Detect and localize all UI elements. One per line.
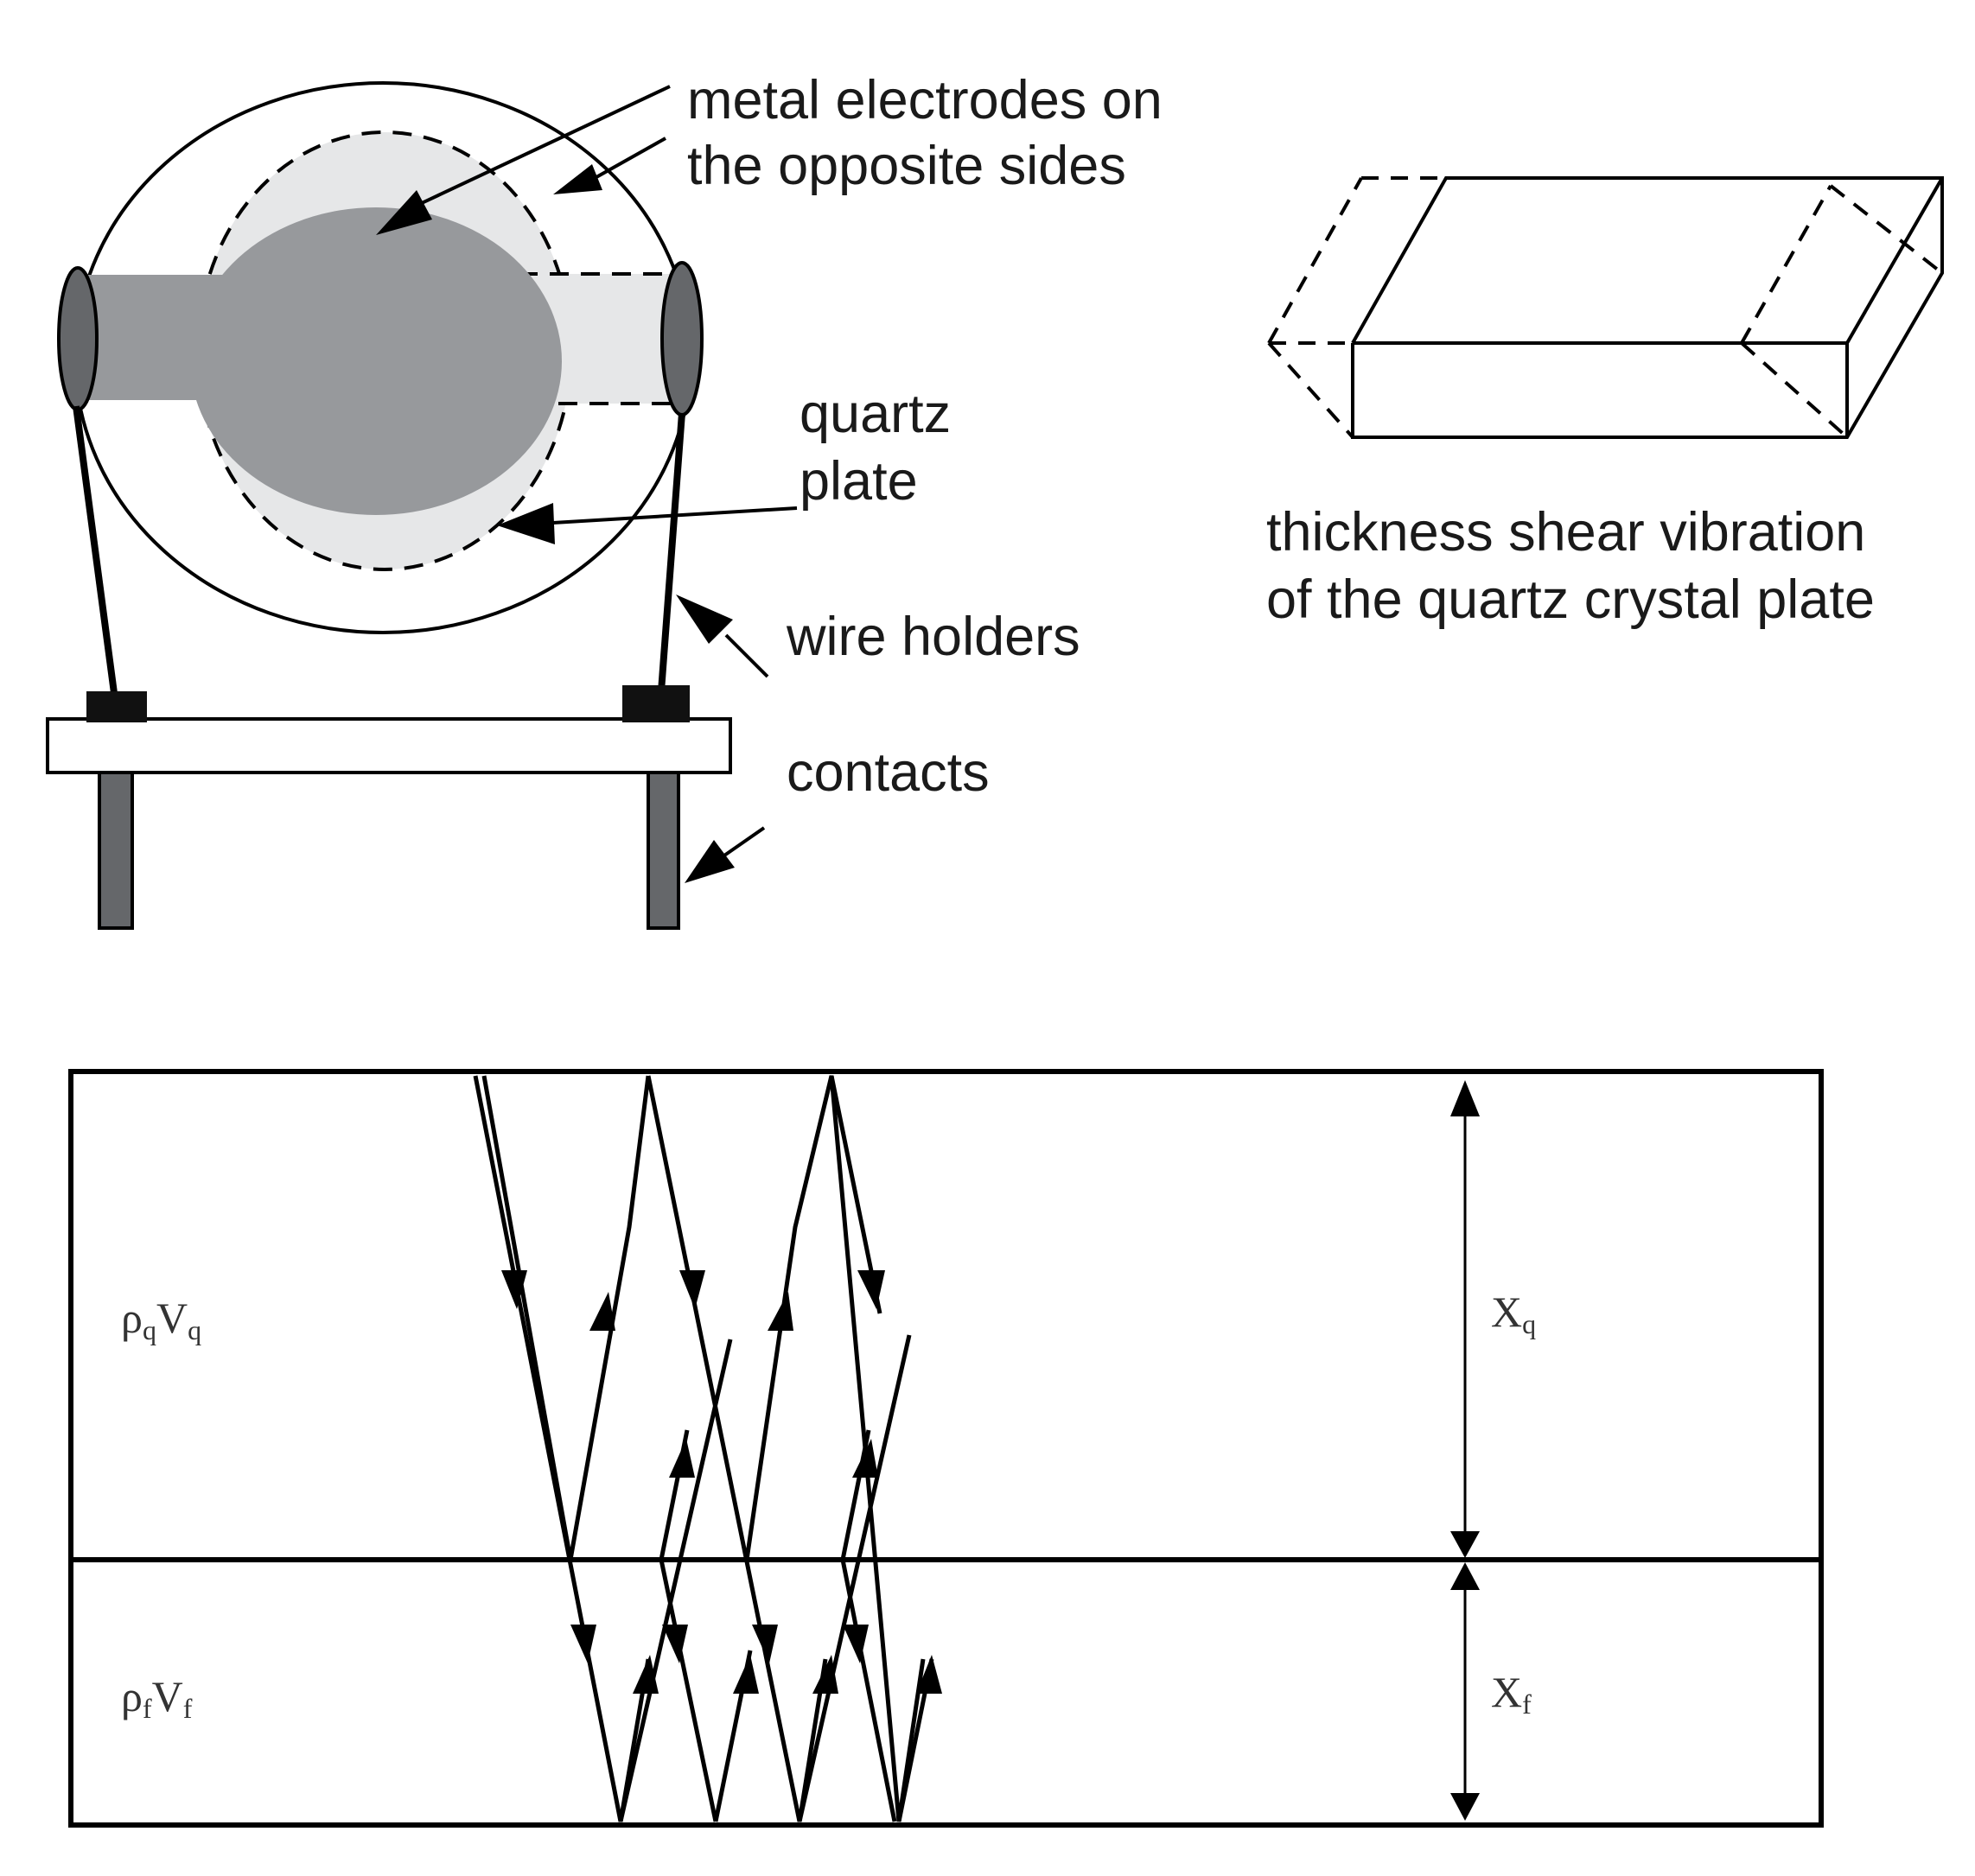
left-contact-pin	[98, 771, 134, 930]
electrodes-label-line2: the opposite sides	[687, 136, 1126, 196]
shear-caption-line1: thickness shear vibration	[1266, 502, 1865, 563]
arrowhead	[768, 1292, 793, 1331]
arrowhead	[852, 1439, 878, 1478]
film-impedance-label: ρfVf	[121, 1672, 193, 1724]
arrowhead	[857, 1270, 885, 1309]
arrowhead	[669, 1439, 695, 1478]
arrowhead	[812, 1655, 838, 1694]
left-wire-holder	[57, 266, 118, 694]
plate-arrow	[497, 503, 798, 544]
plate-label-line1: quartz	[800, 384, 951, 444]
quartz-thickness-label: Xq	[1491, 1288, 1536, 1339]
shear-caption-line2: of the quartz crystal plate	[1266, 569, 1875, 630]
xq-dimension-arrow	[1450, 1080, 1480, 1558]
crystal-holder-diagram: metal electrodes on the opposite sides q…	[46, 70, 1163, 930]
arrowhead	[570, 1625, 596, 1663]
shear-vibration-diagram	[1267, 176, 1944, 439]
quartz-impedance-label: ρqVq	[121, 1294, 201, 1345]
left-contact-pad	[86, 691, 147, 722]
right-wire-holder	[658, 261, 704, 692]
front-electrode	[82, 207, 562, 515]
electrodes-arrow-front	[376, 85, 671, 235]
wire-holders-label: wire holders	[786, 607, 1080, 667]
arrowhead	[501, 1270, 527, 1309]
contacts-label: contacts	[787, 742, 990, 803]
plate-box-dashed	[1267, 176, 1944, 439]
xf-dimension-arrow	[1450, 1562, 1480, 1821]
contacts-arrow	[685, 826, 766, 883]
electrodes-arrow-back	[553, 137, 666, 194]
arrowhead	[662, 1625, 688, 1663]
electrodes-label-line1: metal electrodes on	[687, 70, 1163, 130]
film-thickness-label: Xf	[1491, 1668, 1532, 1720]
right-contact-pin	[647, 771, 680, 930]
plate-box-solid	[1351, 176, 1944, 439]
wave-paths	[473, 1075, 934, 1822]
arrowhead	[589, 1292, 615, 1331]
wave-diagram: ρqVq ρfVf Xq Xf	[68, 1069, 1824, 1828]
wire-holders-arrow	[676, 595, 769, 678]
wave-arrowheads	[501, 1270, 942, 1694]
arrowhead	[733, 1655, 759, 1694]
arrowhead	[843, 1625, 869, 1663]
base-plate	[46, 717, 732, 774]
arrowhead	[752, 1625, 778, 1663]
wave-frame	[68, 1069, 1824, 1828]
right-contact-pad	[622, 685, 690, 722]
arrowhead	[679, 1270, 705, 1309]
arrowhead	[916, 1655, 942, 1694]
arrowhead	[633, 1655, 659, 1694]
plate-label-line2: plate	[800, 451, 918, 512]
